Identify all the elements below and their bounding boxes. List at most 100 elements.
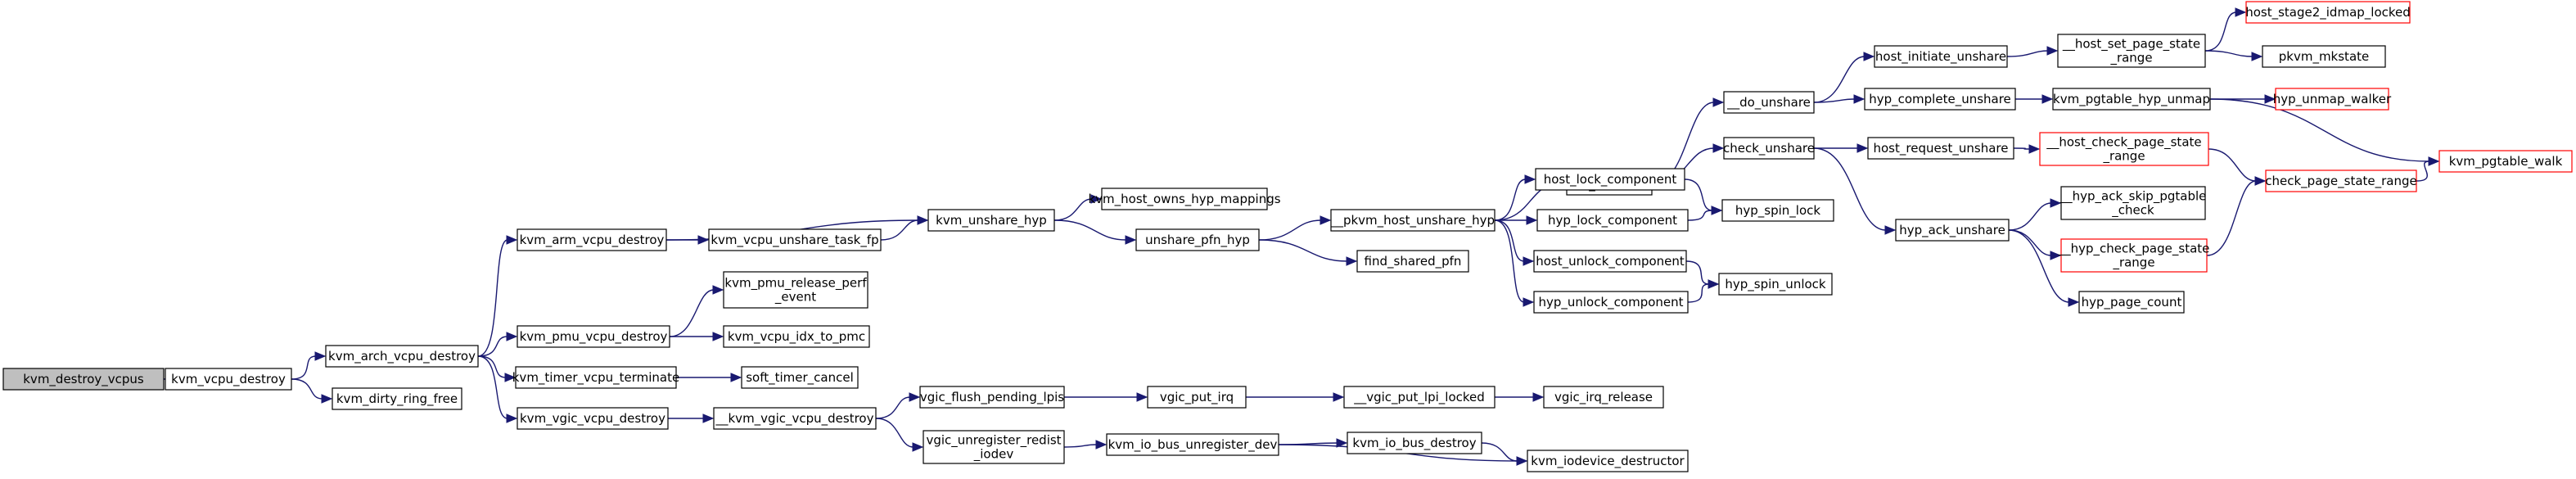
node-label: hyp_spin_lock	[1735, 203, 1821, 219]
edge-n8-n14	[668, 413, 715, 423]
edge-n38-n42	[2013, 144, 2041, 154]
edge-n28-n35	[1495, 392, 1545, 402]
node-label: _range	[2109, 51, 2152, 66]
node-hyp-complete-unshare[interactable]: hyp_complete_unshare	[1864, 88, 2016, 111]
node-label: vgic_put_irq	[1160, 390, 1234, 405]
node-vgic-irq-release[interactable]: vgic_irq_release	[1543, 386, 1664, 409]
node-kvm-dirty-ring-free[interactable]: kvm_dirty_ring_free	[332, 387, 462, 410]
node-vgic-put-lpi-locked[interactable]: __vgic_put_lpi_locked	[1343, 386, 1496, 409]
node-host-unlock-component[interactable]: host_unlock_component	[1533, 250, 1687, 273]
node-pkvm-mkstate[interactable]: pkvm_mkstate	[2262, 45, 2386, 68]
node-host-check-page-state-range[interactable]: __host_check_page_state_range	[2039, 132, 2209, 166]
edge-n10-n16	[1053, 219, 1137, 245]
edge-n17-n21	[1064, 392, 1148, 402]
node-kvm-arm-vcpu-destroy[interactable]: kvm_arm_vcpu_destroy	[517, 228, 667, 251]
node-label: _event	[774, 290, 816, 305]
node-label: kvm_pmu_release_perf	[724, 276, 867, 291]
node-vgic-flush-pending-lpis[interactable]: vgic_flush_pending_lpis	[919, 386, 1065, 409]
node-label: kvm_vgic_vcpu_destroy	[520, 411, 665, 427]
node-kvm-pmu-release-perf-event[interactable]: kvm_pmu_release_perf_event	[723, 271, 868, 309]
node-kvm-vgic-vcpu-destroy[interactable]: kvm_vgic_vcpu_destroy	[517, 407, 669, 430]
node-do-unshare[interactable]: __do_unshare	[1723, 91, 1815, 114]
node-label: kvm_vcpu_unshare_task_fp	[711, 233, 878, 248]
edge-n39-n45	[2008, 229, 2080, 307]
edge-n31-n37	[1813, 94, 1865, 104]
node-hyp-ack-unshare[interactable]: hyp_ack_unshare	[1895, 219, 2010, 242]
node-hyp-lock-component[interactable]: hyp_lock_component	[1536, 209, 1689, 232]
edge-n10-n15	[1053, 194, 1103, 221]
node-host-stage2-idmap-locked[interactable]: host_stage2_idmap_locked	[2245, 1, 2411, 24]
node-kvm-arch-vcpu-destroy[interactable]: kvm_arch_vcpu_destroy	[325, 345, 479, 368]
node-check-page-state-range[interactable]: check_page_state_range	[2265, 169, 2417, 192]
node-hyp-unlock-component[interactable]: hyp_unlock_component	[1533, 291, 1689, 314]
node-label: host_stage2_idmap_locked	[2245, 5, 2411, 20]
node-label: host_initiate_unshare	[1875, 49, 2006, 65]
edge-n32-n38	[1814, 143, 1869, 153]
node-label: kvm_pgtable_hyp_unmap	[2053, 92, 2210, 107]
edge-n3-n8	[477, 355, 518, 423]
edge-n16-n19	[1258, 215, 1332, 241]
edge-n14-n17	[875, 392, 921, 419]
node-label: __hyp_ack_skip_pgtable	[2059, 189, 2207, 205]
node-vgic-unregister-redist-iodev[interactable]: vgic_unregister_redist_iodev	[923, 430, 1065, 464]
node-kvm-vcpu-idx-to-pmc[interactable]: kvm_vcpu_idx_to_pmc	[723, 325, 870, 348]
node-kvm-timer-vcpu-terminate[interactable]: kvm_timer_vcpu_terminate	[512, 366, 680, 389]
edge-n19-n26	[1494, 219, 1535, 266]
edge-n18-n22	[1063, 440, 1108, 450]
node-check-unshare[interactable]: check_unshare	[1723, 137, 1815, 160]
node-label: host_lock_component	[1544, 172, 1677, 188]
node-label: _range	[2112, 255, 2154, 271]
node-vgic-put-irq[interactable]: vgic_put_irq	[1147, 386, 1247, 409]
edge-n21-n28	[1246, 392, 1345, 402]
node-label: vgic_flush_pending_lpis	[920, 390, 1064, 405]
node-host-set-page-state-range[interactable]: __host_set_page_state_range	[2057, 34, 2206, 68]
node-kvm-vcpu-unshare-task-fp[interactable]: kvm_vcpu_unshare_task_fp	[708, 228, 882, 251]
node-host-initiate-unshare[interactable]: host_initiate_unshare	[1874, 45, 2008, 68]
node-host-request-unshare[interactable]: host_request_unshare	[1867, 137, 2014, 160]
node-label: __host_set_page_state	[2062, 37, 2200, 52]
node-hyp-spin-unlock[interactable]: hyp_spin_unlock	[1718, 273, 1833, 296]
edge-n29-n30	[1481, 442, 1528, 466]
node-hyp-check-page-state-range[interactable]: __hyp_check_page_state_range	[2058, 238, 2210, 273]
node-kvm-destroy-vcpus[interactable]: kvm_destroy_vcpus	[2, 368, 165, 391]
node-label: _range	[2102, 149, 2145, 165]
node-pkvm-host-unshare-hyp[interactable]: __pkvm_host_unshare_hyp	[1330, 209, 1496, 232]
node-kvm-io-bus-destroy[interactable]: kvm_io_bus_destroy	[1347, 432, 1482, 454]
node-kvm-unshare-hyp[interactable]: kvm_unshare_hyp	[927, 209, 1055, 232]
node-label: kvm_io_bus_unregister_dev	[1108, 437, 1278, 453]
edge-n16-n20	[1258, 239, 1358, 266]
node-label: kvm_dirty_ring_free	[336, 391, 458, 407]
node-hyp-spin-lock[interactable]: hyp_spin_lock	[1721, 199, 1834, 222]
edge-n40-n46	[2204, 7, 2247, 52]
node-hyp-page-count[interactable]: hyp_page_count	[2078, 291, 2185, 314]
node-kvm-io-bus-unregister-dev[interactable]: kvm_io_bus_unregister_dev	[1106, 433, 1279, 456]
node-label: kvm_iodevice_destructor	[1531, 454, 1685, 469]
node-kvm-pmu-vcpu-destroy[interactable]: kvm_pmu_vcpu_destroy	[517, 325, 670, 348]
node-hyp-unmap-walker[interactable]: hyp_unmap_walker	[2273, 88, 2392, 111]
edge-n44-n49	[2206, 176, 2267, 256]
node-label: kvm_vcpu_idx_to_pmc	[728, 329, 865, 345]
edge-n3-n5	[477, 235, 518, 357]
node-label: kvm_io_bus_destroy	[1352, 436, 1476, 451]
node-kvm-pgtable-walk[interactable]: kvm_pgtable_walk	[2438, 150, 2573, 173]
edge-n31-n36	[1813, 52, 1875, 103]
node-label: __vgic_put_lpi_locked	[1353, 390, 1485, 405]
node-kvm-host-owns-hyp-mappings[interactable]: kvm_host_owns_hyp_mappings	[1088, 188, 1281, 210]
node-unshare-pfn-hyp[interactable]: unshare_pfn_hyp	[1135, 228, 1260, 251]
edge-n7-n13	[676, 373, 742, 382]
node-label: _check	[2111, 203, 2154, 219]
node-hyp-ack-skip-pgtable-check[interactable]: __hyp_ack_skip_pgtable_check	[2059, 186, 2207, 220]
node-kvm-vcpu-destroy[interactable]: kvm_vcpu_destroy	[165, 368, 292, 391]
node-soft-timer-cancel[interactable]: soft_timer_cancel	[741, 366, 859, 389]
node-find-shared-pfn[interactable]: find_shared_pfn	[1356, 250, 1469, 273]
edge-n6-n12	[669, 332, 724, 341]
node-label: hyp_spin_unlock	[1725, 277, 1826, 292]
node-label: host_request_unshare	[1874, 141, 2009, 156]
node-kvm-iodevice-destructor[interactable]: kvm_iodevice_destructor	[1527, 450, 1689, 472]
node-kvm-vgic-vcpu-destroy[interactable]: __kvm_vgic_vcpu_destroy	[713, 407, 877, 430]
node-label: pkvm_mkstate	[2279, 49, 2370, 65]
node-kvm-pgtable-hyp-unmap[interactable]: kvm_pgtable_hyp_unmap	[2052, 88, 2211, 111]
node-host-lock-component[interactable]: host_lock_component	[1535, 168, 1685, 191]
edge-n9-n10	[880, 215, 929, 241]
